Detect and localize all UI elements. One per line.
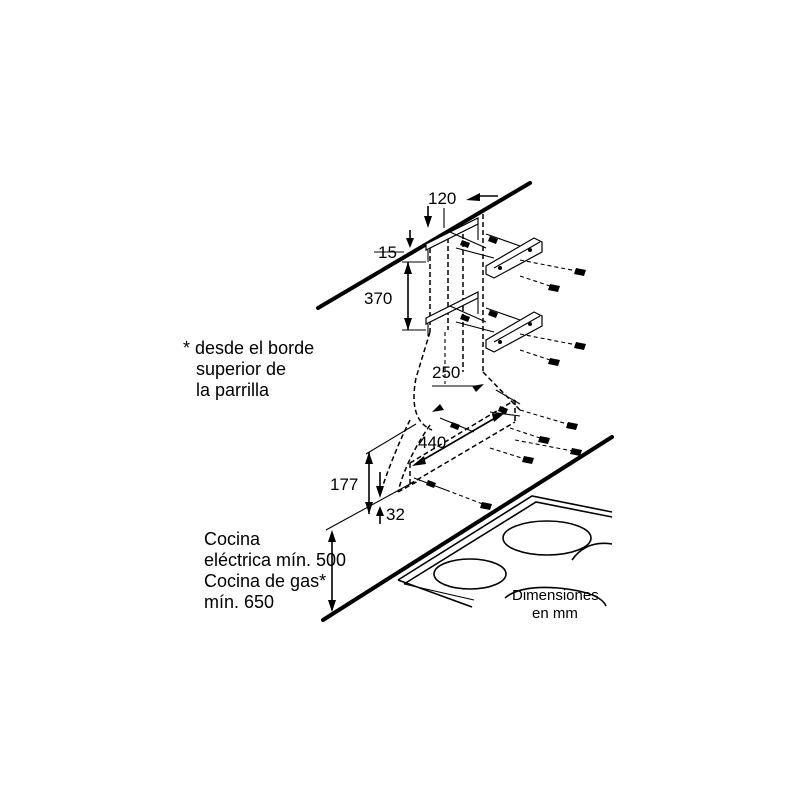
cooktop [321, 435, 614, 622]
hood-screws [413, 389, 582, 510]
units-label: Dimensiones en mm [512, 587, 599, 622]
worktop-edge [321, 435, 614, 622]
dimension-15: 15 [374, 230, 414, 262]
dimension-label-32: 32 [386, 505, 405, 524]
hood-canopy [409, 399, 516, 485]
dimension-120: 120 [424, 189, 498, 228]
dimension-370: 370 [364, 261, 426, 331]
clearance-line: mín. 650 [204, 592, 274, 612]
wall-screws [449, 231, 586, 366]
note-line: * desde el borde [183, 338, 314, 358]
clearance-line: Cocina de gas* [204, 571, 326, 591]
dimension-label-15: 15 [378, 243, 397, 262]
ceiling-line [316, 181, 532, 310]
clearance-line: eléctrica mín. 500 [204, 550, 346, 570]
dimension-440: 440 [365, 412, 506, 466]
units-line: en mm [532, 605, 578, 622]
middle-bracket [425, 291, 543, 353]
burner-ring [433, 558, 507, 590]
upper-bracket [425, 217, 543, 279]
note-text: * desde el borde superior de la parrilla [183, 338, 314, 400]
dimension-label-250: 250 [432, 363, 460, 382]
clearance-text: Cocina eléctrica mín. 500 Cocina de gas*… [204, 529, 346, 612]
units-line: Dimensiones [512, 587, 599, 604]
dimension-label-370: 370 [364, 289, 392, 308]
dimension-32: 32 [325, 483, 411, 531]
dimension-177: 177 [330, 452, 384, 514]
burner-ring [502, 520, 592, 556]
dimension-label-177: 177 [330, 475, 358, 494]
clearance-line: Cocina [204, 529, 261, 549]
clearance-dimension [328, 530, 336, 612]
dimension-250: 250 [432, 363, 484, 412]
burner-ring [571, 542, 613, 561]
chimney-duct [381, 214, 521, 493]
note-line: la parrilla [196, 380, 270, 400]
note-line: superior de [196, 359, 286, 379]
dimension-label-440: 440 [418, 433, 446, 452]
dimension-label-120: 120 [428, 189, 456, 208]
burner-ring [504, 586, 607, 607]
